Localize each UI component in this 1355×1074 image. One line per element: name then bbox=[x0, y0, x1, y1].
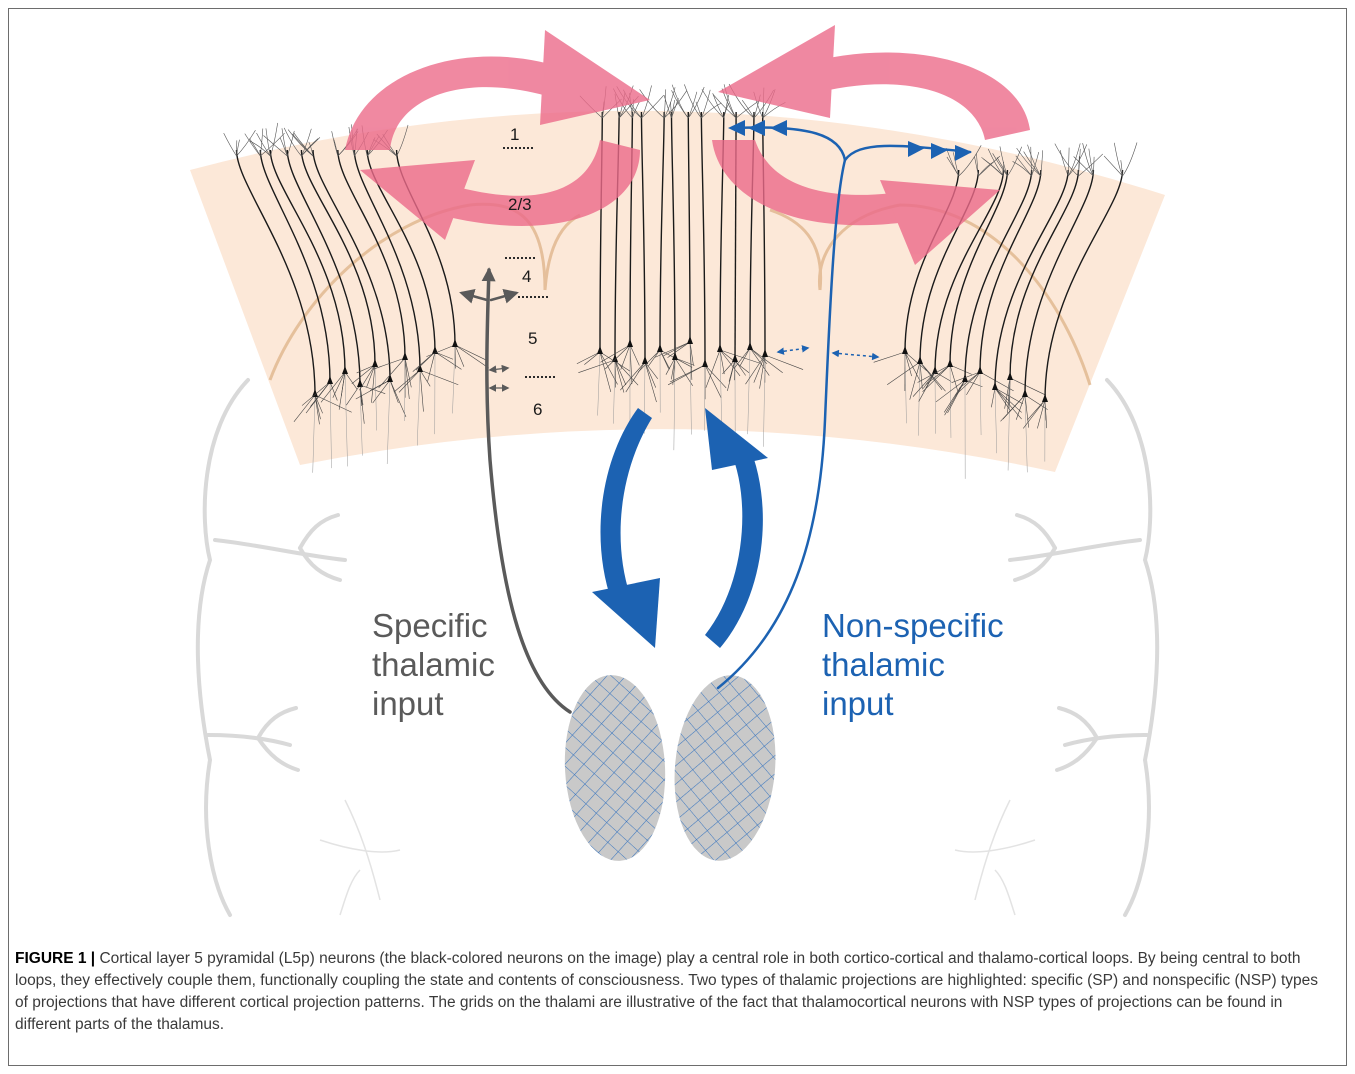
nonspecific-label-line1: Non-specific bbox=[822, 607, 1004, 644]
caption-label: FIGURE 1 | bbox=[15, 950, 95, 967]
nonspecific-label-line2: thalamic bbox=[822, 646, 945, 683]
layer-label-1: 1 bbox=[510, 125, 519, 144]
layer-label-4: 4 bbox=[522, 267, 531, 286]
specific-label: Specific thalamic input bbox=[372, 607, 495, 722]
figure-caption: FIGURE 1 | Cortical layer 5 pyramidal (L… bbox=[15, 948, 1335, 1036]
tuft-branch bbox=[1104, 156, 1122, 176]
tuft-branch bbox=[1093, 157, 1094, 176]
specific-label-line1: Specific bbox=[372, 607, 488, 644]
layer-label-2-3: 2/3 bbox=[508, 195, 532, 214]
layer-label-6: 6 bbox=[533, 400, 542, 419]
thalamus-right bbox=[667, 671, 783, 865]
tuft-branch bbox=[245, 134, 261, 156]
nonspecific-label-line3: input bbox=[822, 685, 894, 722]
specific-label-line3: input bbox=[372, 685, 444, 722]
nonspecific-label: Non-specific thalamic input bbox=[822, 607, 1004, 722]
thalami bbox=[560, 671, 783, 865]
tuft-branch bbox=[224, 133, 237, 156]
specific-label-line2: thalamic bbox=[372, 646, 495, 683]
thalamocortical-loop-arrows bbox=[592, 408, 768, 648]
tuft-branch bbox=[1123, 142, 1137, 176]
faint-neurons-bottom bbox=[320, 800, 1035, 915]
caption-text: Cortical layer 5 pyramidal (L5p) neurons… bbox=[15, 950, 1318, 1033]
tuft-branch bbox=[1114, 143, 1122, 176]
cortex-thalamus-illustration: 1 2/3 4 5 6 bbox=[0, 0, 1355, 940]
tuft-branch bbox=[249, 139, 260, 156]
layer-label-5: 5 bbox=[528, 329, 537, 348]
thalamus-left bbox=[560, 673, 670, 864]
